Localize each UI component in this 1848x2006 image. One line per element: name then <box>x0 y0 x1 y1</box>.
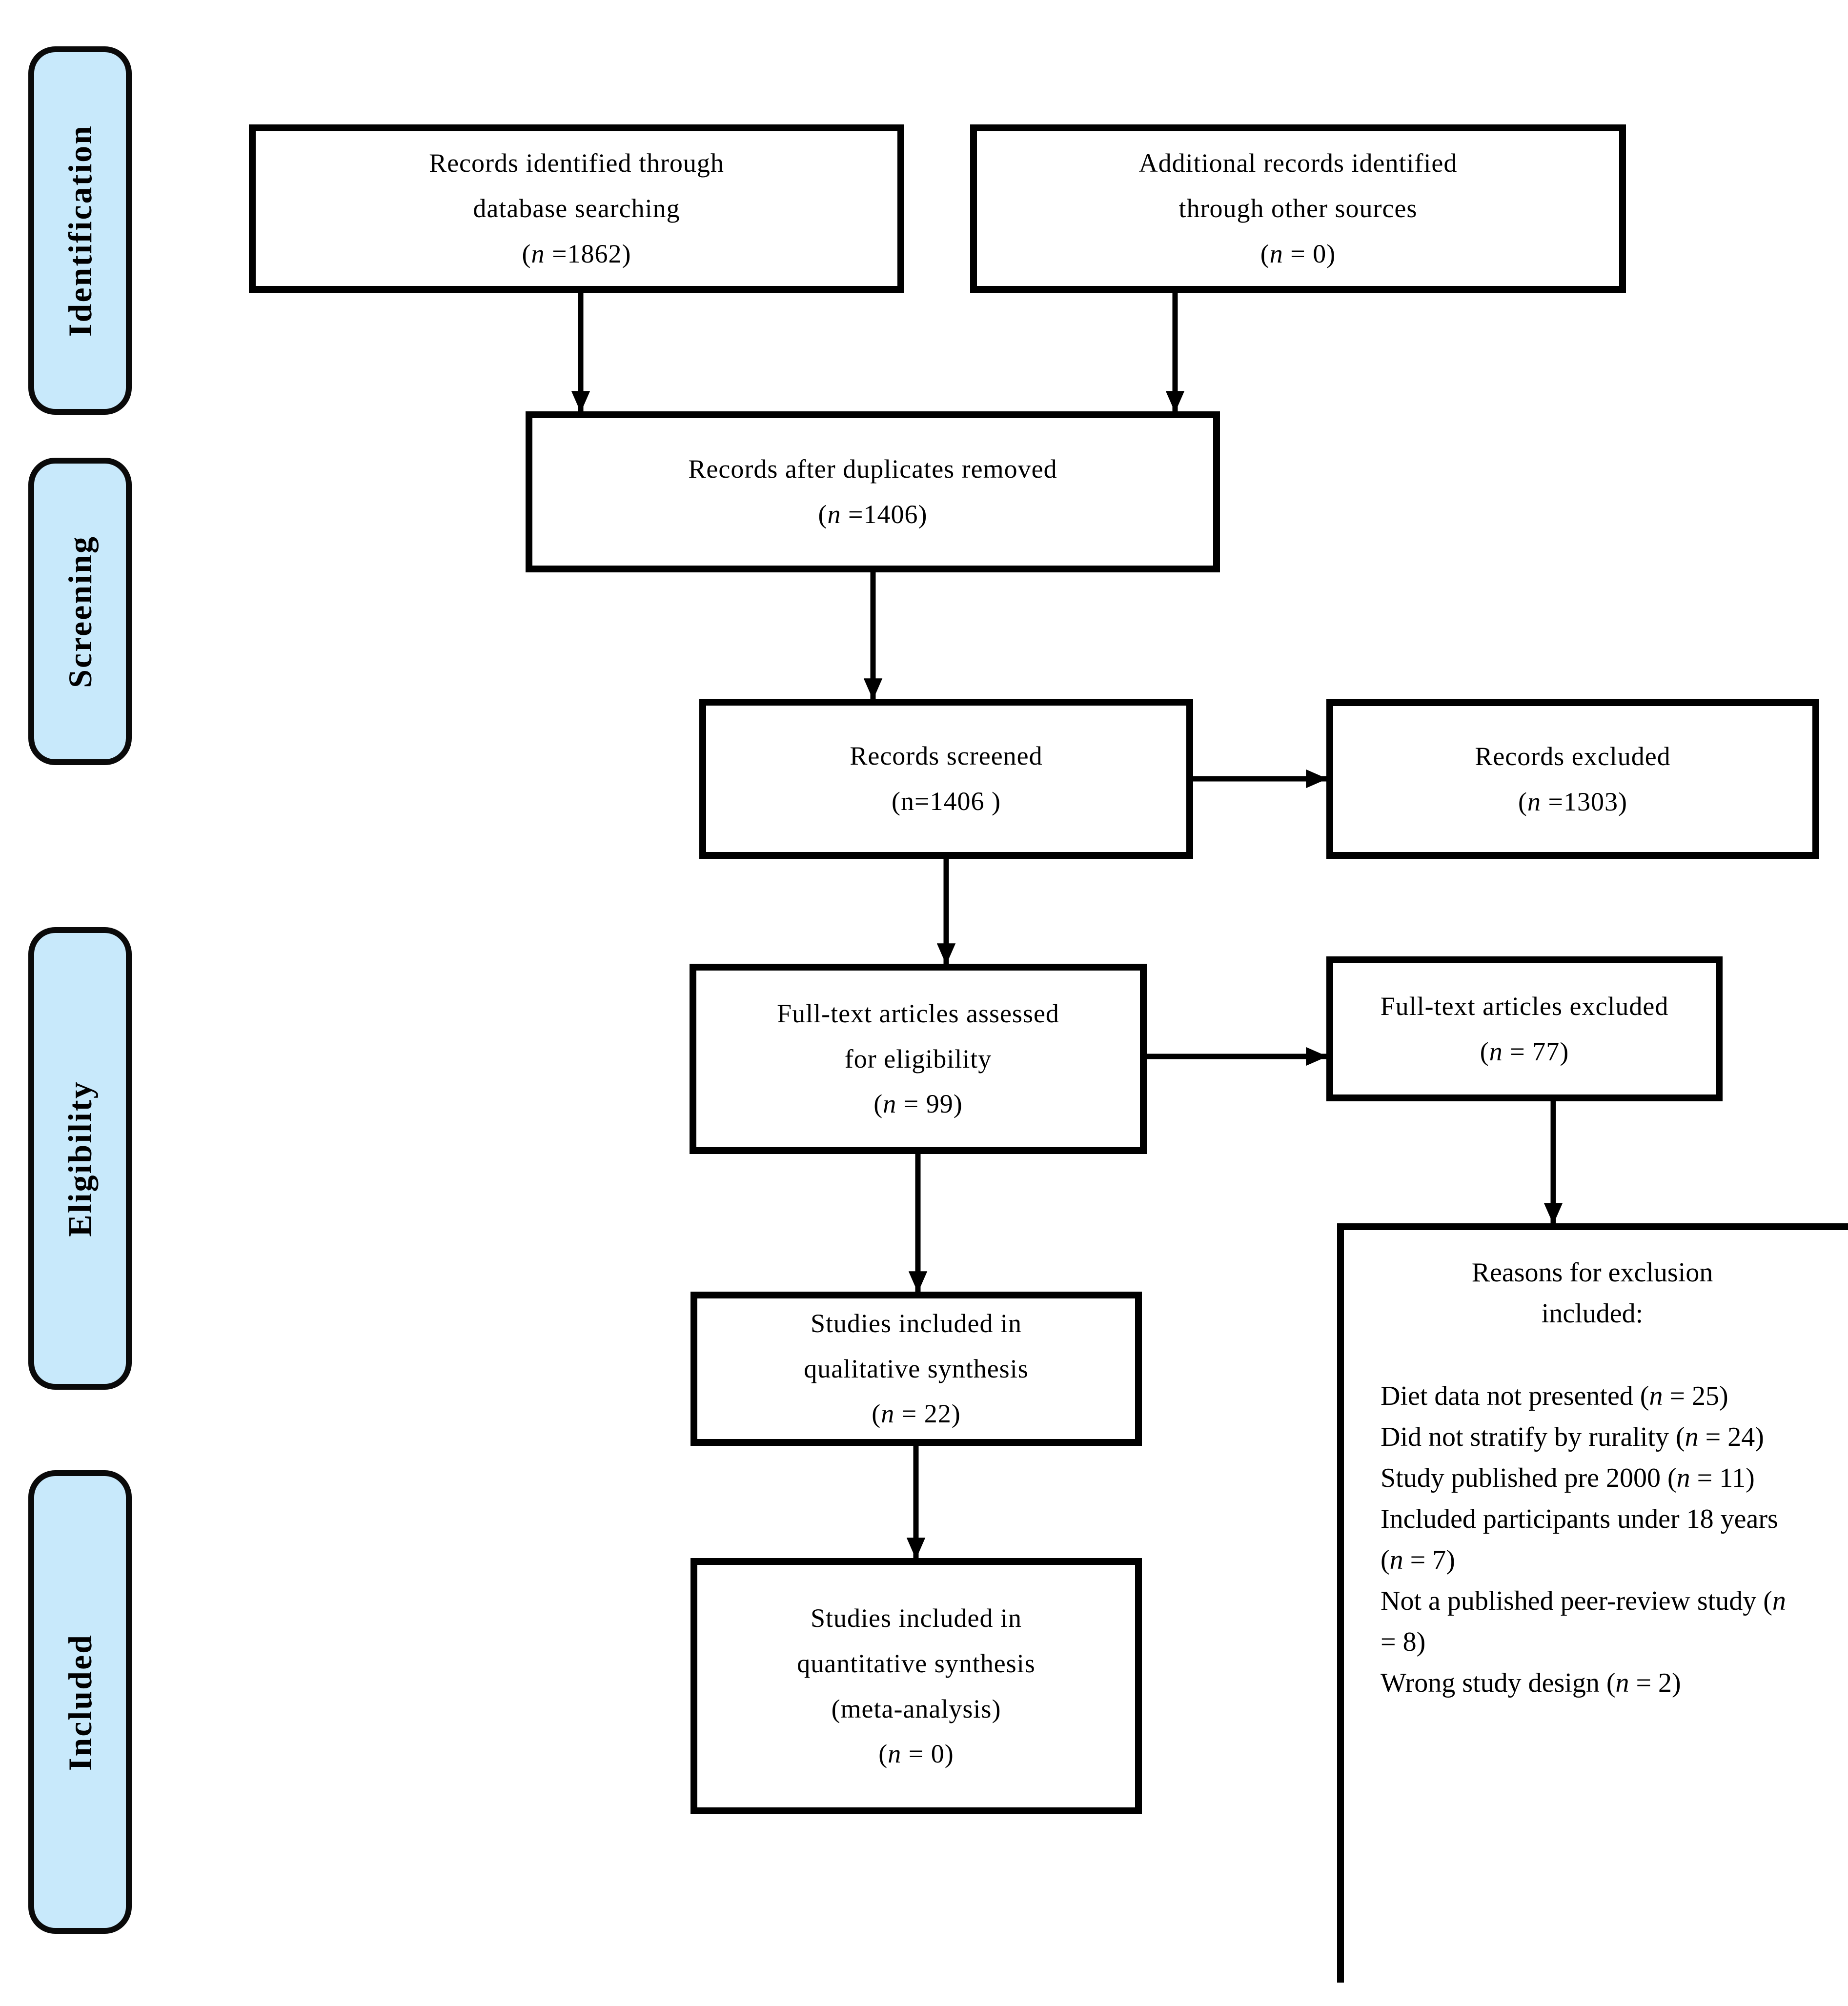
box-fulltext-excluded-count: (n = 77) <box>1480 1036 1569 1066</box>
box-records-excluded: Records excluded (n =1303) <box>1326 699 1819 859</box>
exclusion-reason-item: Diet data not presented (n = 25) <box>1381 1381 1728 1411</box>
box-fulltext-assessed-line2: for eligibility <box>844 1044 992 1074</box>
box-quantitative-synthesis-line1: Studies included in <box>811 1603 1022 1633</box>
box-quantitative-synthesis-line2: quantitative synthesis <box>797 1648 1036 1678</box>
stage-included-label: Included <box>61 1633 99 1771</box>
box-quantitative-synthesis: Studies included in quantitative synthes… <box>690 1558 1142 1814</box>
exclusion-reason-item: Did not stratify by rurality (n = 24) <box>1381 1422 1764 1452</box>
box-additional-records: Additional records identified through ot… <box>970 124 1626 293</box>
box-fulltext-excluded: Full-text articles excluded (n = 77) <box>1326 956 1723 1101</box>
box-fulltext-assessed-line1: Full-text articles assessed <box>777 998 1059 1028</box>
box-duplicates-removed-count: (n =1406) <box>818 500 928 529</box>
box-records-identified: Records identified through database sear… <box>249 124 904 293</box>
box-qualitative-synthesis-line1: Studies included in <box>811 1308 1022 1338</box>
box-records-screened: Records screened (n=1406 ) <box>699 699 1193 859</box>
box-additional-records-line1: Additional records identified <box>1138 148 1458 178</box>
exclusion-reason-item: Study published pre 2000 (n = 11) <box>1381 1463 1755 1493</box>
box-records-screened-count: (n=1406 ) <box>892 787 1001 816</box>
stage-eligibility: Eligibility <box>28 927 132 1390</box>
exclusion-reasons-heading-line2: included: <box>1541 1298 1644 1329</box>
box-qualitative-synthesis-count: (n = 22) <box>872 1399 961 1429</box>
stage-included: Included <box>28 1470 132 1934</box>
stage-eligibility-label: Eligibility <box>61 1080 99 1237</box>
exclusion-reasons-heading: Reasons for exclusion included: <box>1381 1252 1804 1334</box>
box-additional-records-line2: through other sources <box>1178 194 1418 223</box>
box-records-identified-count: (n =1862) <box>522 239 631 268</box>
box-qualitative-synthesis: Studies included in qualitative synthesi… <box>690 1292 1142 1446</box>
box-records-excluded-line1: Records excluded <box>1475 741 1671 771</box>
box-duplicates-removed-line1: Records after duplicates removed <box>688 454 1057 484</box>
exclusion-reason-item: Wrong study design (n = 2) <box>1381 1668 1681 1698</box>
box-records-identified-line2: database searching <box>473 194 680 223</box>
box-additional-records-count: (n = 0) <box>1260 239 1336 268</box>
box-exclusion-reasons: Reasons for exclusion included: Diet dat… <box>1337 1223 1848 1983</box>
exclusion-reasons-list: Diet data not presented (n = 25) Did not… <box>1381 1376 1804 1703</box>
box-fulltext-assessed-count: (n = 99) <box>873 1089 963 1119</box>
box-quantitative-synthesis-line3: (meta-analysis) <box>831 1694 1001 1723</box>
box-fulltext-excluded-line1: Full-text articles excluded <box>1380 991 1669 1021</box>
stage-identification: Identification <box>28 46 132 415</box>
box-quantitative-synthesis-count: (n = 0) <box>878 1739 954 1769</box>
exclusion-reason-item: Included participants under 18 years (n … <box>1381 1504 1778 1575</box>
box-records-screened-line1: Records screened <box>850 741 1043 771</box>
exclusion-reason-item: Not a published peer-review study (n = 8… <box>1381 1586 1786 1657</box>
box-qualitative-synthesis-line2: qualitative synthesis <box>804 1354 1029 1383</box>
stage-screening-label: Screening <box>61 535 99 688</box>
box-duplicates-removed: Records after duplicates removed (n =140… <box>526 411 1220 572</box>
exclusion-reasons-heading-line1: Reasons for exclusion <box>1471 1257 1713 1288</box>
box-fulltext-assessed: Full-text articles assessed for eligibil… <box>690 964 1147 1154</box>
stage-screening: Screening <box>28 458 132 765</box>
box-records-excluded-count: (n =1303) <box>1518 787 1627 816</box>
stage-identification-label: Identification <box>61 124 99 337</box>
box-records-identified-line1: Records identified through <box>429 148 724 178</box>
